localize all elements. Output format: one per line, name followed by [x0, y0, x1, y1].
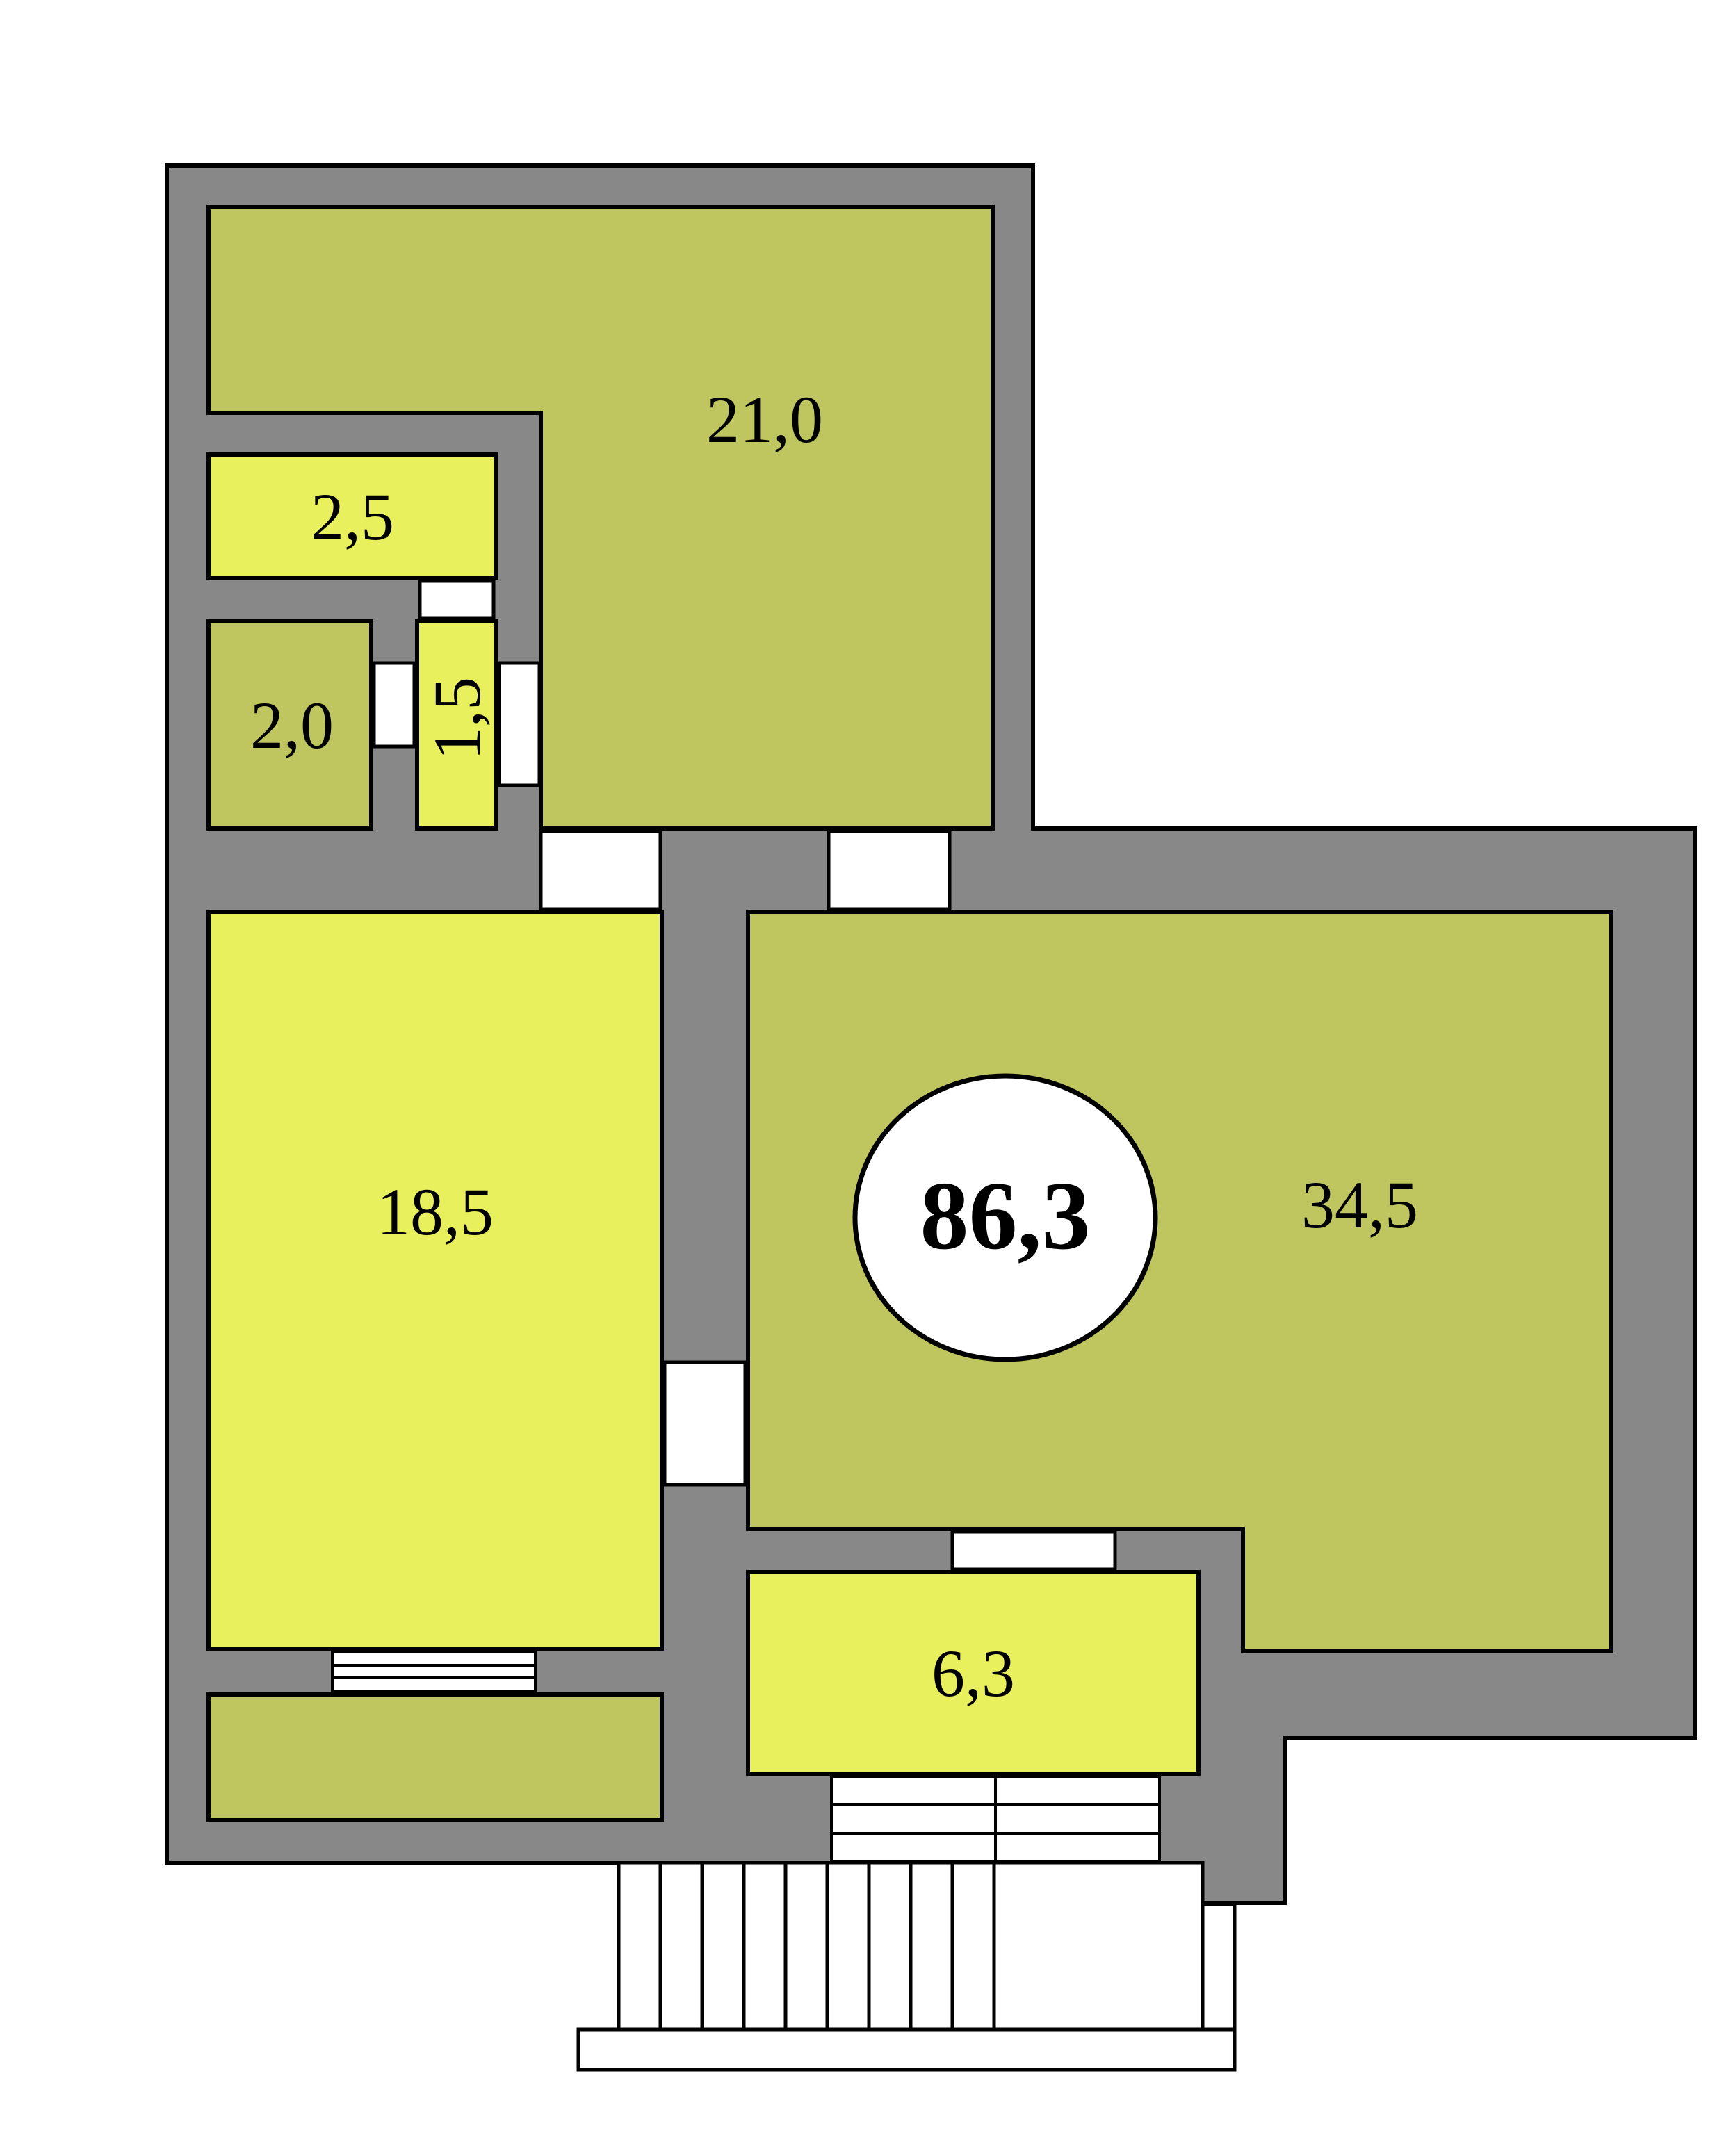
- room-6-3: [746, 1570, 1201, 1776]
- room-2-0: [206, 619, 373, 831]
- door-opening-2: [372, 661, 416, 749]
- rooms: [206, 205, 1613, 1822]
- balcony-side-rail: [1201, 1902, 1237, 2032]
- door-opening-1: [418, 579, 496, 621]
- balcony: [576, 1861, 1237, 2072]
- label-2-0: 2,0: [250, 688, 334, 762]
- door-opening-3: [497, 661, 542, 787]
- room-2-5: [206, 452, 498, 580]
- door-opening-4: [539, 829, 662, 911]
- room-1-5: [415, 619, 498, 831]
- door-opening-6: [662, 1360, 747, 1487]
- label-21-0: 21,0: [706, 382, 823, 457]
- room-18-5: [206, 910, 664, 1651]
- window-2: [830, 1775, 1161, 1863]
- label-18-5: 18,5: [377, 1175, 494, 1249]
- windows: [331, 1650, 1161, 1863]
- area-labels: 21,0 2,5 2,0 1,5 18,5 34,5 6,3 86,3: [250, 382, 1418, 1710]
- label-total-area: 86,3: [920, 1162, 1091, 1270]
- total-area-badge: [852, 1073, 1158, 1362]
- label-2-5: 2,5: [311, 480, 394, 554]
- label-6-3: 6,3: [932, 1636, 1015, 1710]
- label-1-5: 1,5: [420, 677, 494, 760]
- balcony-railing-bars: [658, 1863, 996, 2030]
- window-1: [331, 1650, 537, 1693]
- door-openings: [372, 579, 1117, 1571]
- door-opening-7: [950, 1530, 1117, 1571]
- room-unlabeled-storage: [206, 1692, 664, 1822]
- balcony-front-rail: [576, 2027, 1237, 2072]
- door-opening-5: [827, 829, 952, 911]
- label-34-5: 34,5: [1301, 1168, 1418, 1242]
- room-21-0: [206, 205, 995, 831]
